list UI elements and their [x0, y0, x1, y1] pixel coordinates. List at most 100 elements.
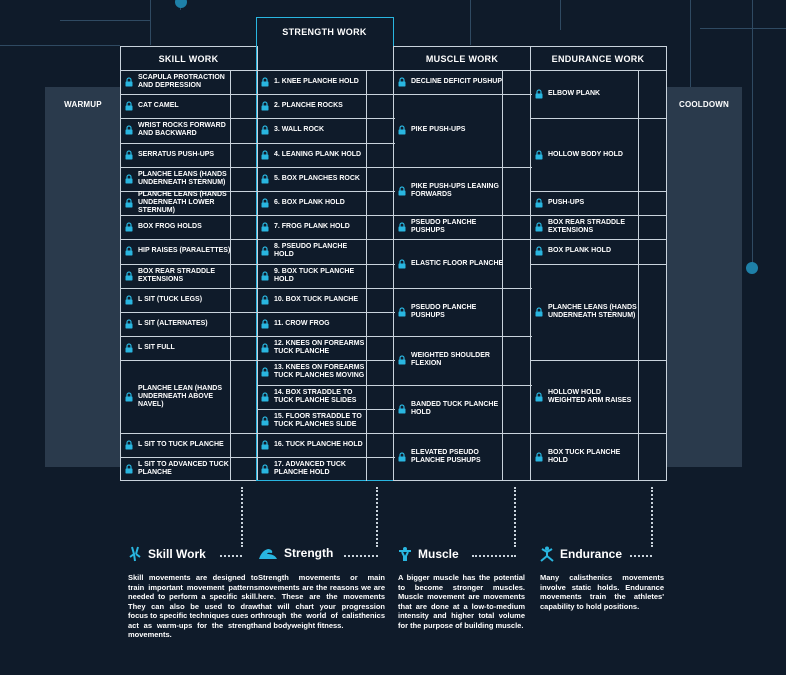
strength-row-divider [257, 288, 395, 289]
skill-item: L SIT TO TUCK PLANCHE [121, 433, 231, 457]
decor-dot [175, 0, 187, 8]
muscle-row-divider [394, 239, 532, 240]
strength-item-label: 9. BOX TUCK PLANCHE HOLD [274, 267, 355, 283]
endurance-item: ELBOW PLANK [531, 70, 639, 118]
skill-item-label: WRIST ROCKS FORWARD AND BACKWARD [138, 122, 226, 138]
skill-item-label: BOX FROG HOLDS [138, 223, 202, 231]
skill-item: PLANCHE LEAN (HANDS UNDERNEATH ABOVE NAV… [121, 360, 231, 433]
strength-item: 2. PLANCHE ROCKS [257, 94, 367, 118]
endurance-item: PLANCHE LEANS (HANDS UNDERNEATH STERNUM) [531, 264, 639, 361]
strength-item-label: 16. TUCK PLANCHE HOLD [274, 441, 363, 449]
skill-item-label: BOX REAR STRADDLE EXTENSIONS [138, 267, 216, 283]
skill-title-text: Skill Work [148, 547, 206, 561]
skill-column [120, 46, 258, 481]
lock-icon [125, 271, 133, 281]
strength-row-divider [257, 167, 395, 168]
strength-row-divider [257, 215, 395, 216]
strength-title-text: Strength [284, 546, 334, 560]
strength-row-divider [257, 312, 395, 313]
muscle-item: PSEUDO PLANCHE PUSHUPS [394, 215, 504, 239]
lock-icon [261, 125, 269, 135]
lock-icon [261, 367, 269, 377]
skill-check-divider [230, 70, 231, 481]
lock-icon [125, 246, 133, 256]
lock-icon [535, 307, 543, 317]
strength-row-divider [257, 433, 395, 434]
lock-icon [125, 125, 133, 135]
endurance-item-label: ELBOW PLANK [548, 90, 601, 98]
strength-item: 15. FLOOR STRADDLE TO TUCK PLANCHES SLID… [257, 409, 367, 433]
strength-item: 9. BOX TUCK PLANCHE HOLD [257, 264, 367, 288]
muscle-item: BANDED TUCK PLANCHE HOLD [394, 385, 504, 433]
lock-icon [261, 174, 269, 184]
strength-description-title: Strength [258, 546, 333, 560]
skill-item: L SIT TO ADVANCED TUCK PLANCHE [121, 457, 231, 481]
strength-item-label: 6. BOX PLANK HOLD [274, 199, 345, 207]
endurance-item-label: BOX PLANK HOLD [548, 247, 611, 255]
lock-icon [125, 222, 133, 232]
lock-icon [125, 174, 133, 184]
lock-icon [535, 198, 543, 208]
strength-row-divider [257, 143, 395, 144]
strength-item-label: 5. BOX PLANCHES ROCK [274, 174, 360, 182]
lock-icon [261, 222, 269, 232]
skill-row-divider [121, 264, 259, 265]
endurance-description-title: Endurance [540, 546, 622, 562]
muscle-item: PIKE PUSH-UPS LEANING FORWARDS [394, 167, 504, 215]
skill-header: SKILL WORK [158, 53, 219, 64]
strength-row-divider [257, 336, 395, 337]
strength-item: 16. TUCK PLANCHE HOLD [257, 433, 367, 457]
lock-icon [261, 464, 269, 474]
lock-icon [261, 440, 269, 450]
skill-item-label: L SIT (TUCK LEGS) [138, 295, 203, 303]
muscle-item-label: PSEUDO PLANCHE PUSHUPS [411, 219, 477, 235]
skill-item-label: L SIT FULL [138, 344, 175, 352]
skill-item: HIP RAISES (PARALETTES) [121, 239, 231, 263]
skill-item: BOX REAR STRADDLE EXTENSIONS [121, 264, 231, 288]
strength-item: 14. BOX STRADDLE TO TUCK PLANCHE SLIDES [257, 385, 367, 409]
strength-item: 13. KNEES ON FOREARMS TUCK PLANCHES MOVI… [257, 360, 367, 384]
muscle-row-divider [394, 385, 532, 386]
endurance-item: BOX PLANK HOLD [531, 239, 639, 263]
strength-item: 6. BOX PLANK HOLD [257, 191, 367, 215]
strength-item-label: 2. PLANCHE ROCKS [274, 102, 343, 110]
skill-description-title: Skill Work [128, 546, 206, 562]
skill-item: PLANCHE LEANS (HANDS UNDERNEATH STERNUM) [121, 167, 231, 191]
skill-item: L SIT FULL [121, 336, 231, 360]
lock-icon [398, 452, 406, 462]
skill-item: BOX FROG HOLDS [121, 215, 231, 239]
lock-icon [125, 392, 133, 402]
skill-item-label: L SIT TO TUCK PLANCHE [138, 441, 224, 449]
skill-row-divider [121, 288, 259, 289]
strength-item-label: 12. KNEES ON FOREARMS TUCK PLANCHE [274, 340, 365, 356]
decor-dot [746, 262, 758, 274]
strength-item: 4. LEANING PLANK HOLD [257, 143, 367, 167]
lock-icon [398, 222, 406, 232]
lock-icon [535, 222, 543, 232]
connector-line [630, 555, 652, 557]
skill-item-label: CAT CAMEL [138, 102, 179, 110]
endurance-check-divider [638, 70, 639, 481]
lock-icon [535, 150, 543, 160]
skill-description-text: Skill movements are designed to train im… [128, 573, 258, 639]
endurance-item: HOLLOW HOLD WEIGHTED ARM RAISES [531, 360, 639, 433]
muscle-item: WEIGHTED SHOULDER FLEXION [394, 336, 504, 384]
endurance-title-text: Endurance [560, 547, 623, 561]
endurance-row-divider [531, 360, 667, 361]
skill-item-label: SCAPULA PROTRACTION AND DEPRESSION [138, 74, 225, 90]
skill-row-divider [121, 143, 259, 144]
strength-item-label: 3. WALL ROCK [274, 126, 325, 134]
endurance-row-divider [531, 433, 667, 434]
strength-item-label: 15. FLOOR STRADDLE TO TUCK PLANCHES SLID… [274, 412, 362, 428]
muscle-row-divider [394, 167, 532, 168]
strength-item: 12. KNEES ON FOREARMS TUCK PLANCHE [257, 336, 367, 360]
strength-item: 17. ADVANCED TUCK PLANCHE HOLD [257, 457, 367, 481]
lock-icon [398, 125, 406, 135]
lock-icon [398, 355, 406, 365]
muscle-title-text: Muscle [418, 547, 459, 561]
lock-icon [125, 295, 133, 305]
strength-item-label: 1. KNEE PLANCHE HOLD [274, 78, 359, 86]
muscle-row-divider [394, 215, 532, 216]
strength-item-label: 14. BOX STRADDLE TO TUCK PLANCHE SLIDES [274, 388, 357, 404]
skill-row-divider [121, 94, 259, 95]
